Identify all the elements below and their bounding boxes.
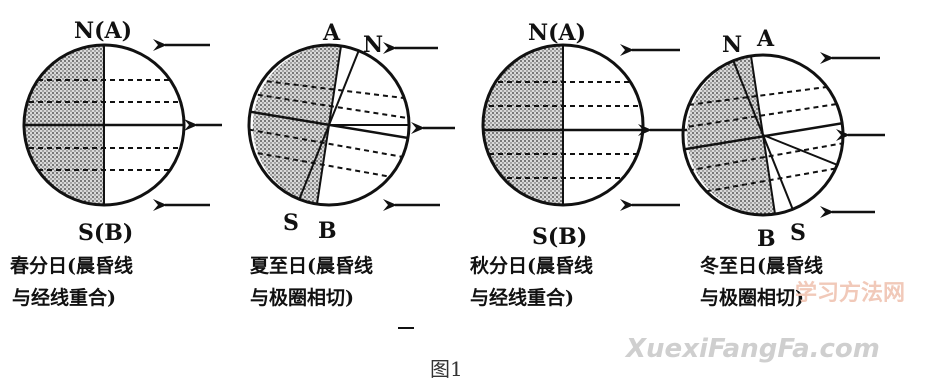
night-hemisphere (686, 56, 775, 215)
south-pole-label: S(B) (532, 224, 587, 250)
point-b-label: B (318, 218, 337, 244)
diagram-autumn-equinox: N(A) S(B) 秋分日(晨昏线 与经线重合) (470, 20, 690, 309)
latitude-line (249, 149, 409, 183)
caption-line-1: 春分日(晨昏线 (10, 254, 133, 277)
night-hemisphere (252, 45, 341, 205)
caption-line-1: 秋分日(晨昏线 (470, 254, 593, 277)
north-pole-label: N (363, 32, 383, 58)
latitude-line (683, 101, 843, 129)
point-b-label: B (757, 226, 776, 252)
south-pole-label: S(B) (78, 220, 133, 246)
diagram-winter-solstice: N A B S 冬至日(晨昏线 与极圈相切) (681, 26, 885, 309)
watermark-cn: 学习方法网 (795, 280, 905, 306)
caption-line-2: 与经线重合) (12, 286, 116, 309)
diagram-summer-solstice: A N S B 夏至日(晨昏线 与极圈相切) (247, 20, 455, 329)
caption-line-1: 夏至日(晨昏线 (250, 254, 373, 277)
latitude-line (249, 127, 409, 161)
latitude-line (249, 77, 409, 101)
point-a-label: A (322, 20, 341, 46)
caption-line-1: 冬至日(晨昏线 (700, 254, 823, 277)
diagram-spring-equinox: N(A) S(B) 春分日(晨昏线 与经线重合) (10, 18, 222, 309)
watermark: XuexiFangFa.com (624, 334, 880, 364)
night-hemisphere (483, 45, 563, 205)
caption-line-2: 与经线重合) (470, 286, 574, 309)
south-pole-label: S (790, 220, 806, 246)
south-pole-label: S (283, 210, 299, 236)
north-pole-label: N (722, 32, 742, 58)
latitude-line (249, 91, 409, 121)
figure-label: 图1 (430, 357, 463, 381)
north-pole-label: N(A) (74, 18, 132, 44)
latitude-line (683, 83, 843, 107)
latitude-line (683, 141, 843, 173)
latitude-line (683, 165, 843, 197)
ray-line (762, 134, 843, 171)
point-a-label: A (756, 26, 775, 52)
north-pole-label: N(A) (528, 20, 586, 46)
caption-line-2: 与极圈相切) (700, 286, 804, 309)
caption-line-2: 与极圈相切) (250, 286, 354, 309)
globe-outline (247, 43, 411, 207)
